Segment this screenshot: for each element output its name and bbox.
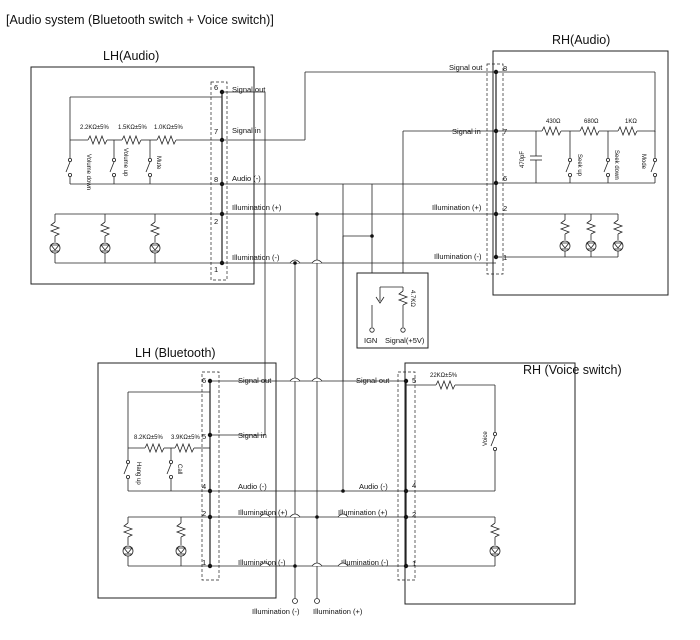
lh-bluetooth-resistor-label: 8.2KΩ±5% [134, 435, 163, 441]
illumination-minus-terminal [292, 598, 298, 604]
lh-bluetooth-pin: 1 [202, 558, 206, 567]
rh-voice-box [404, 362, 576, 605]
lh-audio-resistor-label: 2.2KΩ±5% [80, 125, 109, 131]
interconnect-wiring [210, 71, 496, 598]
rh-voice-resistor-label: 22KΩ±5% [430, 373, 458, 379]
lh-bluetooth-pin: 6 [202, 376, 206, 385]
junction-dots [293, 212, 374, 568]
rh-audio-resistor-label: 1KΩ [625, 119, 637, 125]
rh-audio-pin: 1 [503, 253, 507, 262]
rh-voice-title: RH (Voice switch) [523, 363, 622, 377]
rh-voice-pin: 4 [412, 481, 416, 490]
lh-bluetooth-switch-label: Hang up [135, 462, 141, 485]
illumination-plus-terminal [314, 598, 320, 604]
lh-bluetooth-pin: 2 [202, 509, 206, 518]
lh-audio-internal-circuit [49, 96, 222, 264]
rh-audio-switch-label: Mode [640, 154, 646, 170]
rh-audio-connector [486, 63, 504, 275]
lh-bluetooth-signal-label: Illumination (-) [238, 558, 286, 567]
rh-voice-signal-label: Signal out [356, 376, 390, 385]
rh-audio-resistor-label: 680Ω [584, 119, 599, 125]
rh-audio-resistor-label: 430Ω [546, 119, 561, 125]
lh-bluetooth-pin: 5 [202, 432, 206, 441]
lh-audio-pin: 1 [214, 265, 218, 274]
rh-audio-internal-circuit [496, 71, 658, 258]
lh-bluetooth-resistor-label: 3.9KΩ±5% [171, 435, 200, 441]
rh-audio-signal-label: Signal out [449, 63, 483, 72]
rh-voice-connector [397, 371, 416, 581]
rh-voice-signal-label: Illumination (+) [338, 508, 388, 517]
lh-bluetooth-switch-label: Call [176, 464, 182, 474]
rh-audio-signal-label: Signal in [452, 127, 481, 136]
signal-supply-circuit [369, 286, 409, 333]
lh-audio-switch-label: Volume up [122, 148, 128, 177]
rh-audio-pin: 6 [503, 174, 507, 183]
bottom-illumination-minus-label: Illumination (-) [252, 607, 300, 616]
rh-audio-switch-label: Seek down [613, 150, 619, 180]
lh-audio-signal-label: Signal out [232, 85, 266, 94]
lh-audio-box [30, 66, 255, 285]
rh-audio-pin: 2 [503, 204, 507, 213]
lh-audio-title: LH(Audio) [103, 49, 159, 63]
lh-bluetooth-title: LH (Bluetooth) [135, 346, 216, 360]
rh-voice-switch-label: Voice [483, 431, 489, 446]
ign-label: IGN [364, 336, 377, 345]
rh-audio-pin: 8 [503, 64, 507, 73]
lh-bluetooth-pin: 4 [202, 482, 206, 491]
bottom-illumination-plus-label: Illumination (+) [313, 607, 363, 616]
lh-audio-pin: 8 [214, 175, 218, 184]
lh-audio-pin: 7 [214, 127, 218, 136]
lh-bluetooth-signal-label: Signal out [238, 376, 272, 385]
lh-audio-resistor-label: 1.5KΩ±5% [118, 125, 147, 131]
lh-audio-signal-label: Illumination (-) [232, 253, 280, 262]
rh-audio-pin: 7 [503, 127, 507, 136]
lh-bluetooth-signal-label: Signal in [238, 431, 267, 440]
rh-voice-pin: 5 [412, 376, 416, 385]
lh-bluetooth-connector [201, 371, 220, 581]
signal-supply-box [356, 272, 429, 349]
rh-audio-signal-label: Illumination (+) [432, 203, 482, 212]
rh-voice-pin: 2 [412, 510, 416, 519]
connector-outlines [201, 63, 504, 581]
supply-resistor-label: 4.7KΩ [409, 290, 415, 307]
rh-voice-pin: 1 [412, 559, 416, 568]
rh-voice-signal-label: Audio (-) [359, 482, 388, 491]
lh-bluetooth-signal-label: Audio (-) [238, 482, 267, 491]
rh-voice-internal-circuit [406, 379, 501, 567]
lh-audio-resistor-label: 1.0KΩ±5% [154, 125, 183, 131]
lh-bluetooth-box [97, 362, 277, 599]
rh-audio-switch-label: Seek up [576, 154, 582, 177]
rh-voice-signal-label: Illumination (-) [341, 558, 389, 567]
lh-audio-signal-label: Audio (-) [232, 174, 261, 183]
lh-audio-switch-label: Volume down [85, 154, 91, 190]
rh-audio-title: RH(Audio) [552, 33, 610, 47]
signal-5v-label: Signal(+5V) [385, 336, 425, 345]
rh-audio-box [492, 50, 669, 296]
lh-bluetooth-internal-circuit [122, 391, 210, 567]
lh-audio-connector [210, 81, 228, 281]
lh-audio-signal-label: Signal in [232, 126, 261, 135]
rh-audio-capacitor-label: 470pF [520, 151, 526, 168]
lh-bluetooth-signal-label: Illumination (+) [238, 508, 288, 517]
lh-audio-switch-label: Mute [155, 156, 161, 170]
lh-audio-pin: 6 [214, 83, 218, 92]
rh-audio-signal-label: Illumination (-) [434, 252, 482, 261]
diagram-title: [Audio system (Bluetooth switch + Voice … [6, 13, 274, 27]
lh-audio-pin: 2 [214, 217, 218, 226]
lh-audio-signal-label: Illumination (+) [232, 203, 282, 212]
